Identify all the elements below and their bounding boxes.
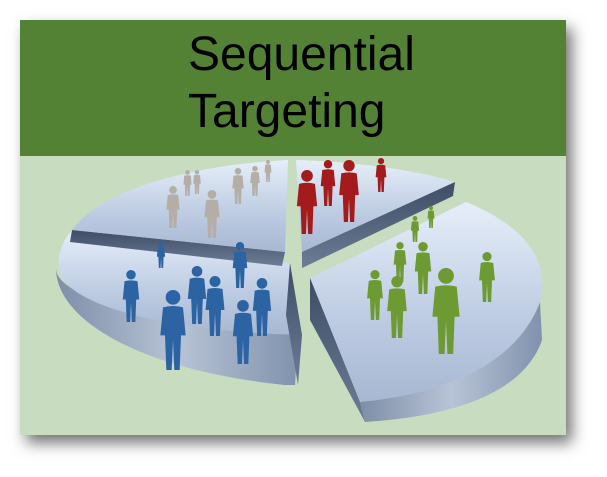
title-line-1: Sequential — [188, 28, 415, 81]
slide-card: Sequential Targeting — [20, 20, 566, 435]
pie-segment-green — [310, 202, 543, 422]
title-line-2: Targeting — [188, 85, 386, 138]
pie-segment-red — [296, 160, 455, 268]
slide-title: Sequential Targeting — [188, 26, 415, 140]
title-banner — [20, 20, 566, 156]
pie-chart-people-segments-icon — [56, 158, 543, 422]
